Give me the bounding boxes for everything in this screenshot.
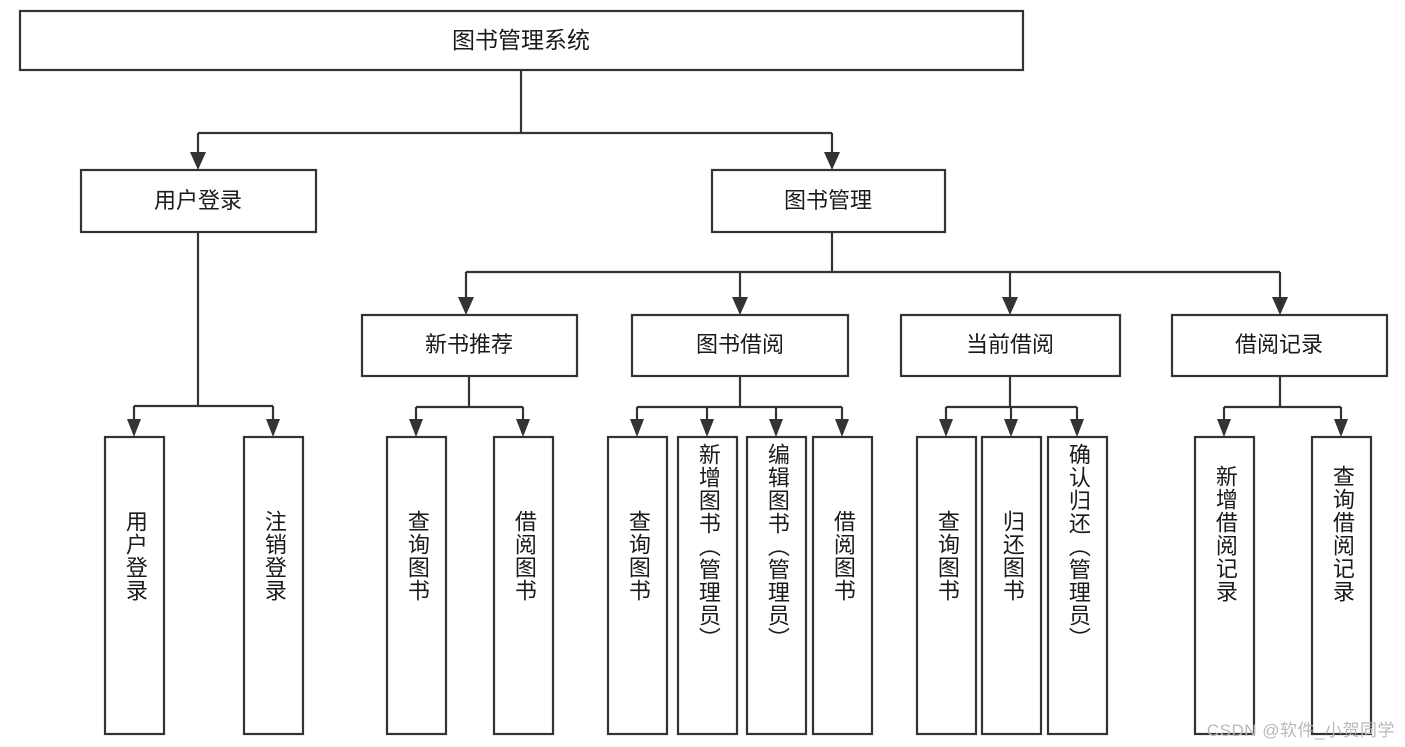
- node-leaf-borrow-book-2[interactable]: [811, 435, 874, 736]
- arrow-head-leaf-add-book: [700, 419, 714, 437]
- arrow-head-current-borrow: [1002, 297, 1018, 315]
- arrow-head-leaf-borrow-book-2: [835, 419, 849, 437]
- arrow-head-user-login: [190, 152, 206, 170]
- node-user-login-label: 用户登录: [154, 188, 242, 213]
- arrow-head-leaf-logout: [266, 419, 280, 437]
- arrow-head-borrow-record: [1272, 297, 1288, 315]
- node-leaf-edit-book[interactable]: [745, 435, 808, 736]
- node-book-borrow-label: 图书借阅: [696, 332, 784, 357]
- arrow-head-leaf-confirm-return: [1070, 419, 1084, 437]
- node-root[interactable]: [18, 9, 1025, 72]
- node-leaf-add-record[interactable]: [1193, 435, 1256, 736]
- connector-group-borrow-record: [1217, 376, 1348, 437]
- node-leaf-user-login[interactable]: [103, 435, 166, 736]
- arrow-head-leaf-query-book-3: [939, 419, 953, 437]
- csdn-watermark: CSDN @软件_小贺同学: [1206, 721, 1395, 740]
- arrow-head-leaf-query-book-2: [630, 419, 644, 437]
- node-borrow-record[interactable]: [1170, 313, 1389, 378]
- connector-group-new-book-rec: [409, 376, 530, 437]
- node-leaf-query-book-2[interactable]: [606, 435, 669, 736]
- node-leaf-borrow-book-1[interactable]: [492, 435, 555, 736]
- node-book-manage[interactable]: [710, 168, 947, 234]
- node-leaf-add-book[interactable]: [676, 435, 739, 736]
- node-leaf-confirm-return[interactable]: [1046, 435, 1109, 736]
- node-current-borrow[interactable]: [899, 313, 1122, 378]
- node-leaf-query-book-1[interactable]: [385, 435, 448, 736]
- node-new-book-rec[interactable]: [360, 313, 579, 378]
- arrow-head-new-book-rec: [458, 297, 474, 315]
- node-current-borrow-label: 当前借阅: [966, 332, 1054, 357]
- arrow-head-leaf-borrow-book-1: [516, 419, 530, 437]
- arrow-head-book-borrow: [732, 297, 748, 315]
- node-leaf-return-book[interactable]: [980, 435, 1043, 736]
- arrow-head-leaf-return-book: [1004, 419, 1018, 437]
- node-new-book-rec-label: 新书推荐: [425, 332, 513, 357]
- node-leaf-query-record[interactable]: [1310, 435, 1373, 736]
- connector-group-root: [190, 70, 840, 170]
- arrow-head-leaf-user-login: [127, 419, 141, 437]
- connector-group-current-borrow: [939, 376, 1084, 437]
- arrow-head-leaf-query-record: [1334, 419, 1348, 437]
- connector-group-book-manage: [458, 232, 1288, 315]
- arrow-head-leaf-edit-book: [769, 419, 783, 437]
- node-user-login[interactable]: [79, 168, 318, 234]
- connector-group-user-login: [127, 232, 280, 437]
- node-book-manage-label: 图书管理: [784, 188, 872, 213]
- arrow-head-leaf-add-record: [1217, 419, 1231, 437]
- node-root-label: 图书管理系统: [452, 27, 590, 53]
- node-leaf-logout[interactable]: [242, 435, 305, 736]
- node-book-borrow[interactable]: [630, 313, 850, 378]
- node-leaf-query-book-3[interactable]: [915, 435, 978, 736]
- arrow-head-book-manage: [824, 152, 840, 170]
- node-borrow-record-label: 借阅记录: [1235, 332, 1323, 357]
- connector-group-book-borrow: [630, 376, 849, 437]
- arrow-head-leaf-query-book-1: [409, 419, 423, 437]
